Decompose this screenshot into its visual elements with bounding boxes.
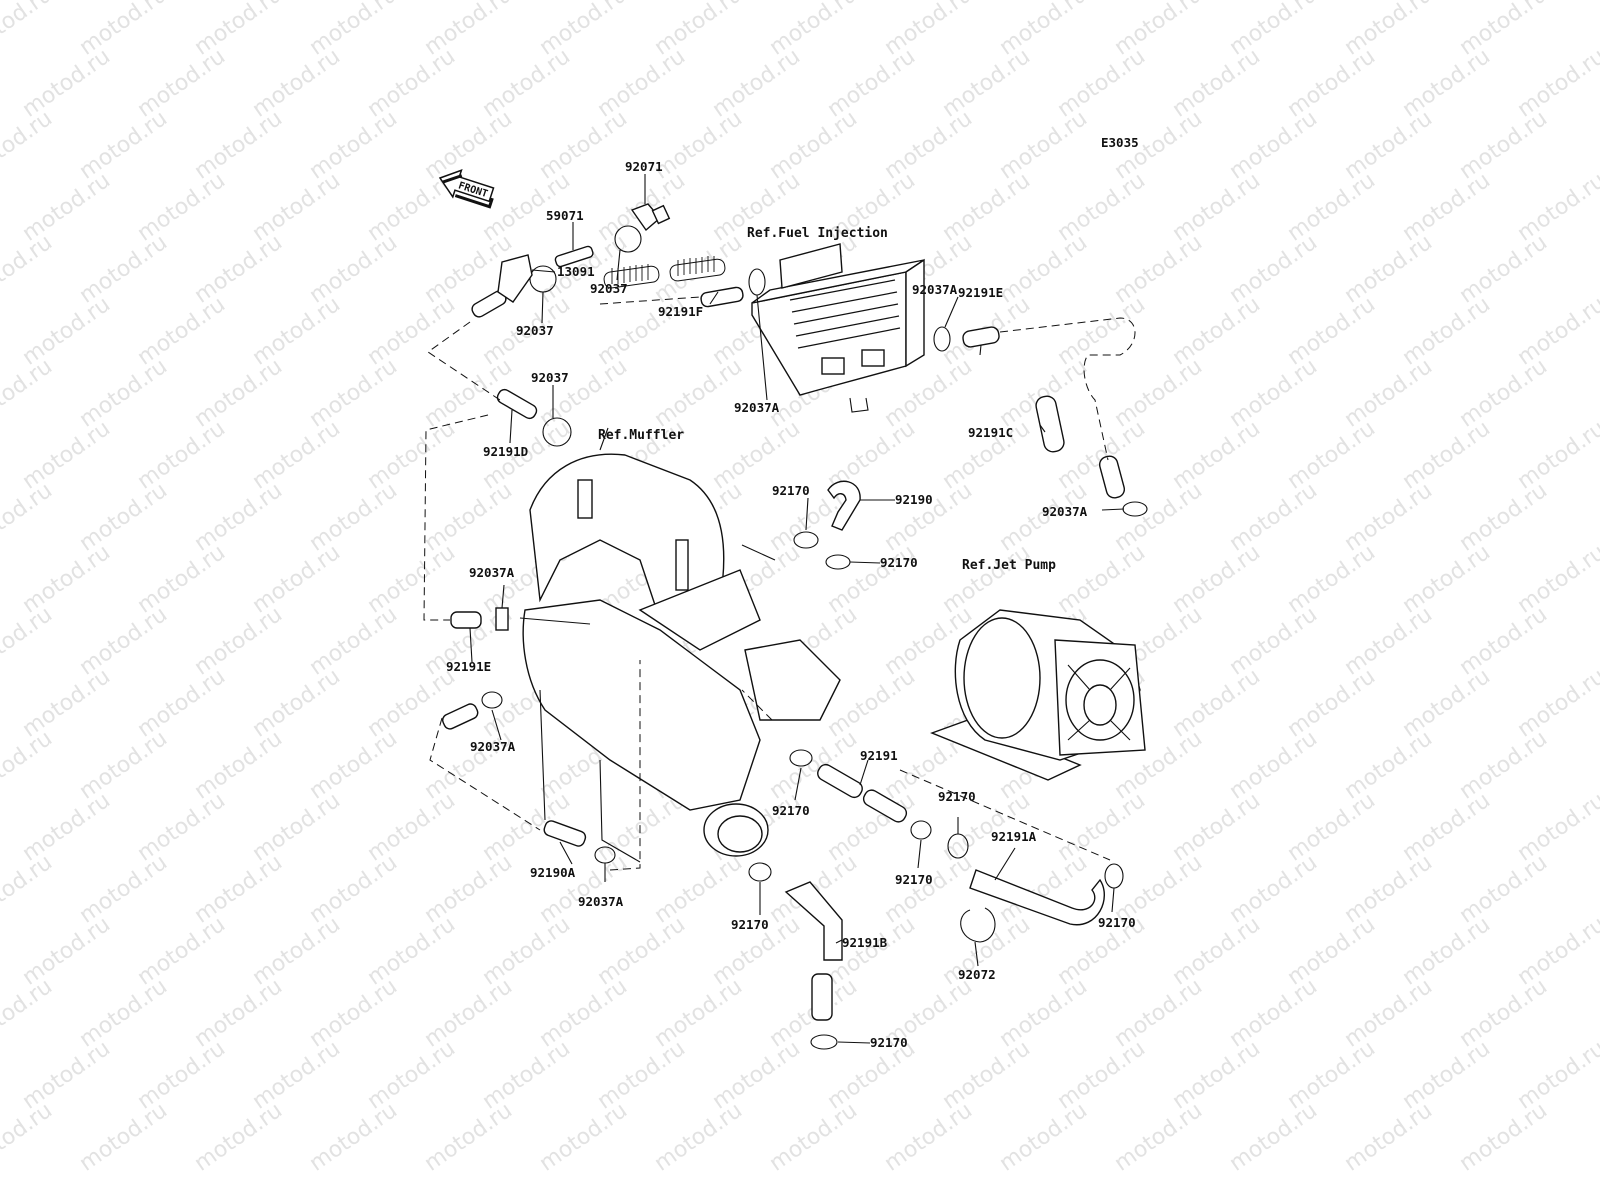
part-label: 92170 [1098, 915, 1136, 930]
part-label: 92037 [531, 370, 569, 385]
routing-lines [423, 296, 1136, 871]
part-label: 92170 [895, 872, 933, 887]
part-label: 92170 [772, 483, 810, 498]
part-number-labels: 92071 59071 92037 92037 13091 92037 9219… [446, 159, 1136, 1050]
part-label: 59071 [546, 208, 584, 223]
part-label: 92037A [469, 565, 515, 580]
part-label: 92037A [1042, 504, 1088, 519]
part-label: 92191E [446, 659, 491, 674]
part-label: 92071 [625, 159, 663, 174]
part-label: 92037A [578, 894, 624, 909]
part-label: 92170 [731, 917, 769, 932]
part-label: 92191E [958, 285, 1003, 300]
ref-fuel-injection-label: Ref.Fuel Injection [747, 226, 888, 241]
part-label: 92037A [734, 400, 780, 415]
part-label: 92170 [938, 789, 976, 804]
diagram-code: E3035 [1101, 135, 1139, 150]
part-label: 92037 [590, 281, 628, 296]
part-label: 92170 [772, 803, 810, 818]
part-label: 92190 [895, 492, 933, 507]
part-label: 92191F [658, 304, 703, 319]
part-label: 92191B [842, 935, 888, 950]
part-label: 92191A [991, 829, 1037, 844]
small-parts [442, 203, 1148, 1050]
part-label: 92191C [968, 425, 1013, 440]
part-label: 13091 [557, 264, 595, 279]
ref-jet-pump-label: Ref.Jet Pump [962, 558, 1056, 573]
part-label: 92037A [470, 739, 516, 754]
part-label: 92191 [860, 748, 898, 763]
part-label: 92190A [530, 865, 576, 880]
ecu-unit [751, 243, 925, 413]
part-label: 92072 [958, 967, 996, 982]
part-label: 92037 [516, 323, 554, 338]
front-arrow-icon: FRONT [438, 169, 495, 209]
part-label: 92037A [912, 282, 958, 297]
leader-lines [469, 174, 1125, 1044]
part-label: 92170 [870, 1035, 908, 1050]
jet-pump-assembly [930, 609, 1146, 781]
muffler-assembly [522, 427, 841, 863]
part-label: 92170 [880, 555, 918, 570]
part-label: 92191D [483, 444, 528, 459]
ref-muffler-label: Ref.Muffler [598, 428, 684, 443]
